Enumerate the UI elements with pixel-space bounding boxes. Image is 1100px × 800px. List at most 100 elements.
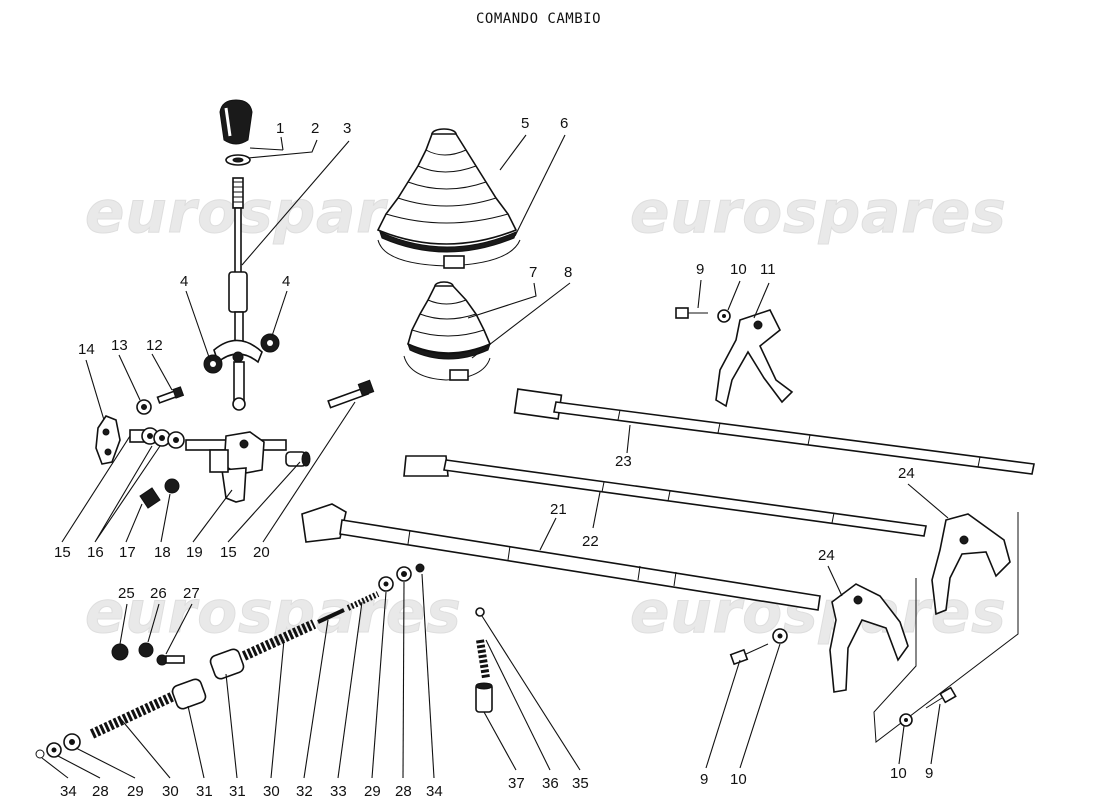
washer-10-upper [717,309,731,323]
part-number-29-left: 29 [127,783,144,800]
leader-lines [41,134,949,779]
diagram-title: COMANDO CAMBIO [476,11,601,27]
plug [164,478,180,494]
part-number-30-left: 30 [162,783,179,800]
lever-bush-left [203,354,223,374]
ball-35 [475,607,485,617]
part-number-22: 22 [582,533,599,550]
selector-cross-shaft [185,431,311,503]
watermark-top-right: eurospares [630,178,1007,246]
part-number-37: 37 [508,775,525,792]
part-number-23: 23 [615,453,632,470]
sleeve-31a [171,678,207,710]
selector-rod-23 [513,388,1035,475]
fork-frame-lines [873,512,1019,743]
part-number-13: 13 [111,337,128,354]
sleeve-31b [209,648,245,680]
small-gaiter-boot [407,281,492,360]
detent-bolt-27 [156,654,185,666]
selector-rod-22 [403,455,927,537]
lever-bush-right [260,333,280,353]
part-number-9-right: 9 [925,765,933,782]
selector-fork-11 [715,309,794,408]
small-boot-clip [403,355,491,381]
part-number-9-lower: 9 [700,771,708,788]
part-number-10-top: 10 [730,261,747,278]
part-number-17: 17 [119,544,136,561]
washer-left [46,742,62,758]
small-bolt [156,386,185,404]
watermark-bottom-left: eurospares [85,578,462,646]
long-bolt [327,379,375,409]
part-number-20: 20 [253,544,270,561]
part-number-21: 21 [550,501,567,518]
gear-lever-rod [213,177,263,411]
part-number-6: 6 [560,115,568,132]
part-number-35: 35 [572,775,589,792]
part-number-18: 18 [154,544,171,561]
part-number-25: 25 [118,585,135,602]
bolt-9-right [925,686,957,709]
part-number-27: 27 [183,585,200,602]
detent-plug-25 [111,643,129,661]
bolt-9-lower [729,643,769,666]
spring-short [241,619,317,661]
part-number-7: 7 [529,264,537,281]
part-number-24-lower: 24 [818,547,835,564]
part-number-10-lower: 10 [730,771,747,788]
plunger-37 [475,682,493,713]
selector-rod-21 [301,503,821,611]
washer-10-lower [772,628,788,644]
part-number-3: 3 [343,120,351,137]
part-number-33: 33 [330,783,347,800]
part-number-9-top: 9 [696,261,704,278]
washer-29 [378,576,394,592]
spring-long [89,689,181,739]
washer-10-right [899,713,913,727]
part-number-12: 12 [146,337,163,354]
knob-washer [225,154,251,166]
part-number-32: 32 [296,783,313,800]
gear-lever-knob [219,99,253,145]
washer-28 [396,566,412,582]
part-number-30-right: 30 [263,783,280,800]
part-number-36: 36 [542,775,559,792]
part-number-2: 2 [311,120,319,137]
part-number-labels: 1 2 3 4 4 5 6 7 8 9 10 11 12 13 14 15 16… [54,115,933,800]
washer-left-2 [63,733,81,751]
part-number-8: 8 [564,264,572,281]
circlip-left [35,749,45,759]
part-number-5: 5 [521,115,529,132]
part-number-29-right: 29 [364,783,381,800]
part-number-1: 1 [276,120,284,137]
part-number-15-left: 15 [54,544,71,561]
circlip-34 [415,563,425,573]
washer-set [129,427,185,449]
detent-plug-26 [138,642,154,658]
large-boot-clip [377,239,521,269]
part-number-19: 19 [186,544,203,561]
selector-fork-24-upper [931,513,1011,616]
plunger-pin [317,608,345,624]
part-number-31-left: 31 [196,783,213,800]
part-number-28-right: 28 [395,783,412,800]
part-number-16: 16 [87,544,104,561]
grub-screw [139,487,161,509]
selector-fork-24-lower [829,583,909,693]
small-nut [136,399,152,415]
part-number-4-right: 4 [282,273,290,290]
part-number-14: 14 [78,341,95,358]
bolt-9-upper [675,307,708,319]
spring-thin [346,591,380,611]
part-number-24-upper: 24 [898,465,915,482]
large-gaiter-boot [376,128,518,253]
part-number-26: 26 [150,585,167,602]
part-number-28-left: 28 [92,783,109,800]
part-number-34-left: 34 [60,783,77,800]
part-number-4-left: 4 [180,273,188,290]
part-number-31-right: 31 [229,783,246,800]
spring-36 [476,639,490,679]
part-number-34-right: 34 [426,783,443,800]
selector-link-plate [95,415,121,465]
